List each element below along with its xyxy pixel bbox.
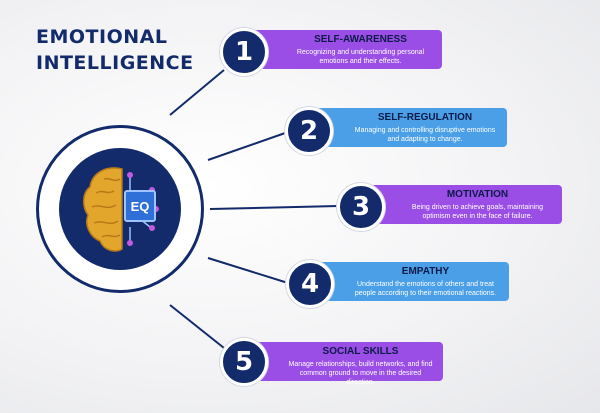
item-1-description: Recognizing and understanding personal e…	[296, 49, 425, 65]
item-4-card: EMPATHY Understand the emotions of other…	[304, 262, 509, 301]
connector-5	[169, 304, 225, 349]
connector-1	[169, 69, 225, 116]
item-5-number-badge: 5	[220, 338, 268, 386]
item-1-number-badge: 1	[220, 28, 268, 76]
item-1-card: SELF-AWARENESS Recognizing and understan…	[241, 30, 442, 69]
item-2-description: Managing and controlling disruptive emot…	[354, 127, 496, 143]
item-2-number-badge: 2	[285, 107, 333, 155]
item-5-card: SOCIAL SKILLS Manage relationships, buil…	[240, 342, 443, 386]
diagram-title: EMOTIONAL INTELLIGENCE	[36, 24, 194, 76]
item-3-description: Being driven to achieve goals, maintaini…	[411, 204, 544, 220]
item-4-number-badge: 4	[286, 260, 334, 308]
brain-icon	[83, 167, 159, 252]
item-3-number-badge: 3	[337, 183, 385, 231]
title-line-2: INTELLIGENCE	[36, 52, 194, 74]
connector-2	[207, 131, 289, 161]
connector-3	[209, 205, 339, 210]
item-3-title: MOTIVATION	[446, 189, 509, 200]
item-5-title: SOCIAL SKILLS	[322, 346, 399, 357]
item-4-title: EMPATHY	[401, 266, 450, 277]
item-4-description: Understand the emotions of others and tr…	[354, 281, 497, 297]
item-5-description: Manage relationships, build networks, an…	[288, 361, 433, 386]
item-2-title: SELF-REGULATION	[377, 112, 473, 123]
eq-chip: EQ	[124, 190, 156, 222]
item-2-card: SELF-REGULATION Managing and controlling…	[305, 108, 507, 147]
title-line-1: EMOTIONAL	[36, 26, 168, 48]
eq-label: EQ	[130, 198, 150, 214]
item-1-title: SELF-AWARENESS	[314, 34, 407, 45]
connector-4	[207, 257, 289, 284]
item-3-card: MOTIVATION Being driven to achieve goals…	[355, 185, 562, 224]
